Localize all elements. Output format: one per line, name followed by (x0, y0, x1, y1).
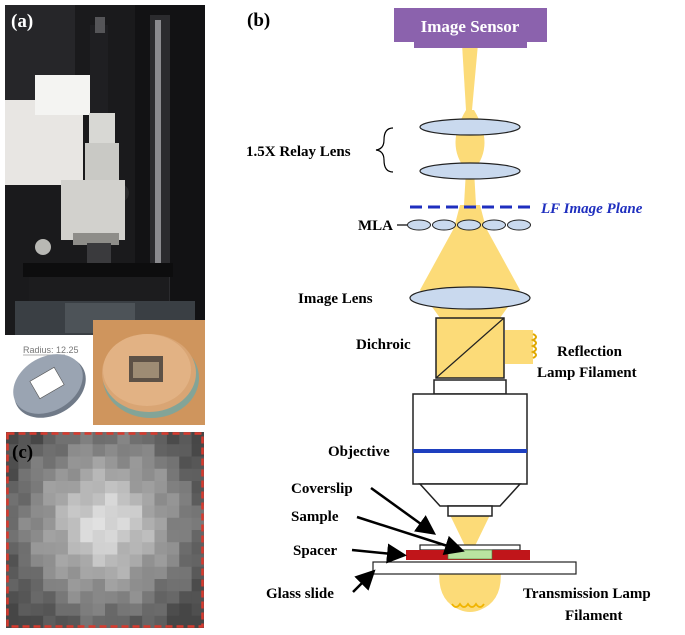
drawing-radius-annotation: Radius: 12.25 (23, 345, 79, 355)
panel-a-spacer-drawing: Radius: 12.25 (5, 335, 93, 425)
relay-lens-upper (419, 118, 521, 136)
glass-slide-arrow (352, 569, 376, 593)
image-sensor-label: Image Sensor (421, 17, 520, 36)
image-sensor (394, 8, 547, 42)
panel-b-label: (b) (247, 10, 270, 31)
spacer-label: Spacer (293, 543, 338, 559)
panel-c-label: (c) (12, 442, 33, 463)
sample-arrow (356, 515, 465, 555)
relay-lens-lower (419, 162, 521, 180)
objective-tip (447, 505, 493, 517)
reflection-filament-icon (530, 333, 537, 359)
dichroic-label: Dichroic (356, 337, 411, 353)
glass-slide-label: Glass slide (266, 586, 334, 602)
sample (447, 549, 493, 560)
dichroic-cube (435, 317, 505, 379)
coverslip-label: Coverslip (291, 481, 353, 497)
coverslip-arrow (370, 486, 437, 535)
objective-label: Objective (328, 444, 390, 460)
mla-label: MLA (358, 218, 393, 234)
relay-lens-brace (375, 127, 394, 173)
transmission-filament-icon (451, 602, 485, 608)
relay-lens-label: 1.5X Relay Lens (246, 144, 351, 160)
glass-slide (372, 561, 577, 575)
spacer-arrow (351, 543, 407, 564)
objective-collar (433, 379, 507, 395)
objective-band (413, 449, 527, 453)
panel-c-border (6, 432, 204, 628)
panel-c-image: (c) (6, 432, 204, 628)
sample-label: Sample (291, 509, 339, 525)
transmission-label-line1: Transmission Lamp (523, 586, 651, 602)
panel-a-label: (a) (11, 11, 33, 32)
panel-a-spacer-photo (93, 320, 205, 425)
panel-a-microscope-photo: (a) (5, 5, 205, 335)
image-lens-label: Image Lens (298, 291, 373, 307)
transmission-label-line2: Filament (565, 608, 623, 624)
objective-body (412, 393, 528, 485)
lf-image-plane-label: LF Image Plane (540, 201, 643, 217)
microlens-array (407, 219, 531, 231)
reflection-label-line1: Reflection (557, 344, 623, 360)
image-lens (409, 286, 531, 310)
objective-taper (418, 483, 522, 507)
coverslip (419, 544, 521, 551)
reflection-label-line2: Lamp Filament (537, 365, 637, 381)
